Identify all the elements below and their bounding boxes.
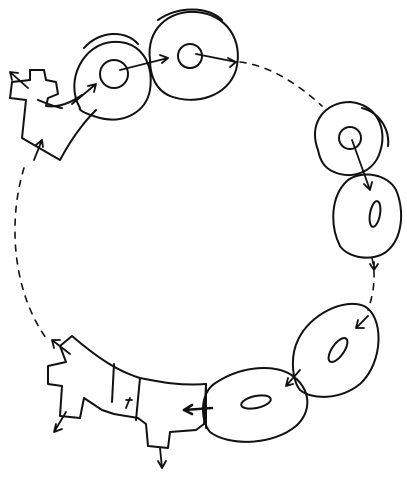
bottom-left-branch-outline (48, 336, 206, 448)
top-left-branch-cluster (10, 70, 96, 160)
dashed-top-to-right (240, 62, 322, 106)
lower-middle-lobe-nucleus (240, 393, 272, 411)
right-side-ring-swirl (362, 108, 388, 146)
right-ring-inner (178, 44, 202, 68)
arrow-into-bottom-cluster (184, 405, 212, 414)
bottom-left-branch-divider-a (136, 378, 140, 420)
right-lobe-nucleus (368, 200, 382, 227)
arrow-out-bottom (158, 448, 166, 468)
dashed-cycle-connectors (15, 62, 378, 338)
arrow-into-lower-right-lobe (356, 316, 368, 328)
arrow-inner-left-cell (126, 398, 132, 408)
arrow-out-upper-left (52, 340, 70, 354)
bottom-left-branch-cluster (48, 336, 212, 468)
lower-right-lobe-nucleus (325, 335, 351, 365)
arrow-ring-to-lobe (352, 140, 372, 190)
dashed-left-side (15, 168, 46, 338)
top-ring-pair (72, 10, 238, 120)
left-ring-inner (100, 60, 128, 88)
right-ring-and-lobe (315, 102, 401, 258)
left-ring-outer (74, 42, 150, 120)
arrow-right-down-head (370, 262, 378, 270)
bottom-left-branch-divider-c (112, 364, 114, 402)
left-ring-swirl (84, 34, 138, 48)
right-side-ring-inner (339, 127, 361, 149)
bottom-right-dividing-shape (203, 304, 379, 442)
